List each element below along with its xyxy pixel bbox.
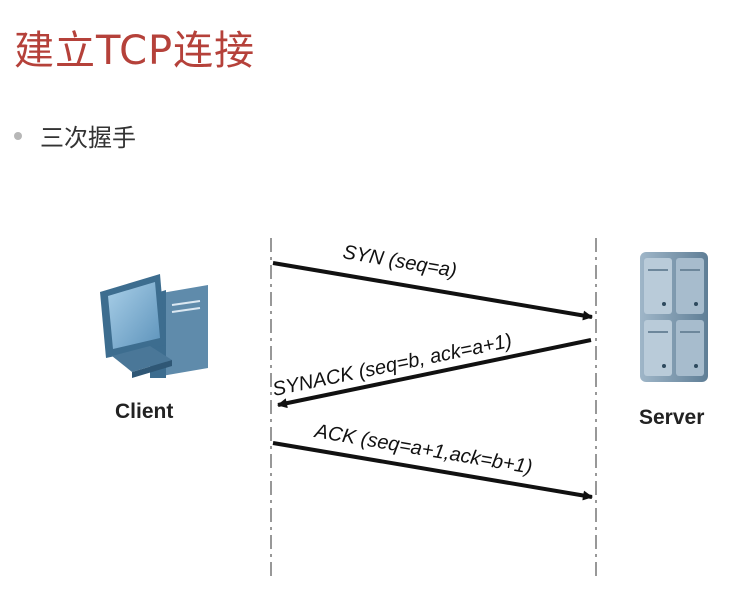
server-label: Server (639, 406, 704, 429)
desktop-computer-icon (100, 274, 208, 378)
bullet-text: 三次握手 (40, 124, 136, 152)
server-rack-icon (640, 252, 708, 382)
syn-arrow (272, 261, 593, 321)
bullet-item: 三次握手 (14, 118, 136, 153)
ack-arrow (272, 441, 593, 501)
slide-title: 建立TCP连接 (14, 28, 256, 74)
bullet-dot (14, 131, 22, 140)
client-label: Client (115, 400, 173, 423)
synack-arrow (277, 338, 592, 409)
